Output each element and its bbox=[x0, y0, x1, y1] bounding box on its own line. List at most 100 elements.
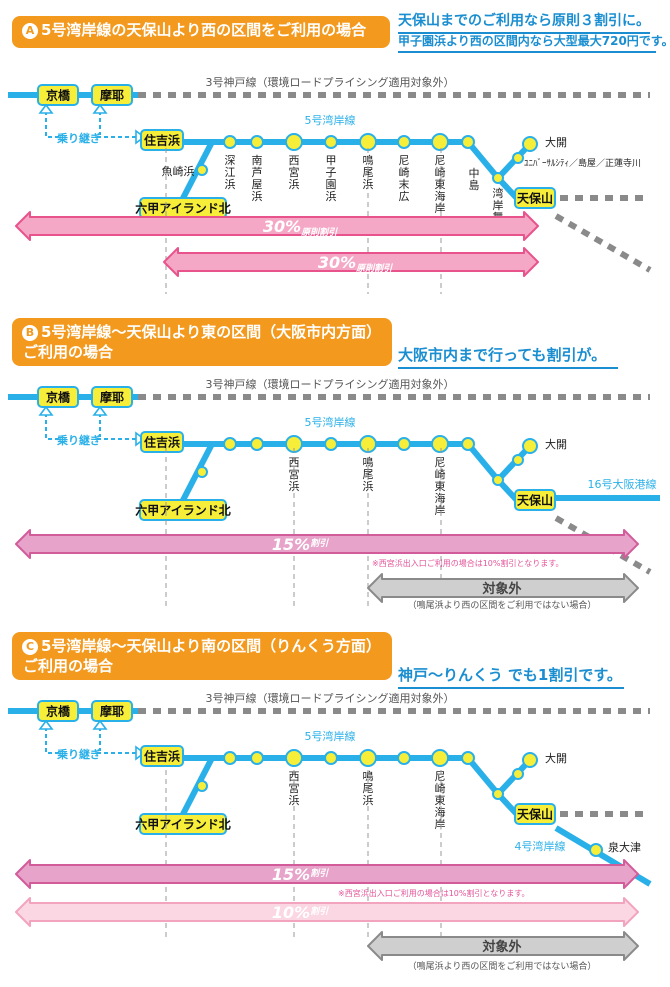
discount-arrow-10 bbox=[15, 897, 639, 927]
station-uozakihama bbox=[196, 780, 208, 792]
svg-text:屋: 屋 bbox=[252, 178, 263, 191]
station-ashiyahama bbox=[250, 437, 264, 451]
discount-label-10: 10%割引 bbox=[272, 903, 329, 922]
station-wangan-maishu bbox=[492, 172, 504, 184]
label-nishinomiyahama: 西宮浜 bbox=[289, 154, 300, 191]
note-excluded: （鳴尾浜より西の区間をご利用ではない場合） bbox=[408, 960, 597, 972]
svg-text:浜: 浜 bbox=[289, 178, 300, 191]
svg-text:30%原則割引: 30%原則割引 bbox=[318, 253, 393, 274]
svg-text:西: 西 bbox=[289, 154, 300, 167]
station-naruohama bbox=[359, 749, 377, 767]
svg-text:海: 海 bbox=[435, 805, 446, 819]
svg-text:天保山: 天保山 bbox=[517, 493, 553, 508]
station-uozakihama bbox=[196, 466, 208, 478]
svg-text:宮: 宮 bbox=[289, 165, 300, 179]
box-maya: 摩耶 bbox=[91, 700, 133, 722]
station-fukaehama bbox=[223, 437, 237, 451]
blurb-underline bbox=[398, 687, 624, 689]
svg-text:尼: 尼 bbox=[435, 456, 446, 469]
label-route4: 4号湾岸線 bbox=[515, 839, 566, 853]
svg-text:10%割引: 10%割引 bbox=[272, 903, 329, 922]
station-daikai bbox=[522, 136, 538, 152]
svg-text:東: 東 bbox=[435, 480, 446, 493]
svg-text:海: 海 bbox=[435, 189, 446, 203]
wangan-route-line bbox=[160, 755, 527, 825]
transfer-arrows: 乗り継ぎ bbox=[38, 719, 146, 761]
discount-label-30-full: 30%原則割引 bbox=[263, 217, 338, 238]
section-blurb-line: 甲子園浜より西の区間内なら大型最大720円です。 bbox=[398, 32, 670, 53]
svg-text:広: 広 bbox=[399, 190, 410, 203]
station-amagasakisuehiro bbox=[397, 135, 411, 149]
note-excluded: （鳴尾浜より西の区間をご利用ではない場合） bbox=[408, 599, 597, 611]
station-nishinomiyahama bbox=[285, 749, 303, 767]
label-daikai: 大開 bbox=[545, 135, 567, 149]
label-izumiotsu: 泉大津 bbox=[608, 840, 641, 854]
station-izumiotsu bbox=[589, 843, 603, 857]
svg-text:末: 末 bbox=[399, 177, 410, 191]
label-nakajima: 中島 bbox=[469, 167, 480, 192]
svg-text:京橋: 京橋 bbox=[46, 88, 71, 103]
station-nishinomiyahama bbox=[285, 133, 303, 151]
svg-text:住吉浜: 住吉浜 bbox=[144, 435, 180, 450]
note-nishinomiya: ※西宮浜出入口ご利用の場合は10%割引となります。 bbox=[338, 888, 529, 898]
excluded-label: 対象外 bbox=[481, 939, 521, 955]
svg-text:六甲アイランド北: 六甲アイランド北 bbox=[135, 201, 230, 216]
station-koshienhama bbox=[324, 751, 338, 765]
box-rokko-island-kita: 六甲アイランド北 bbox=[135, 197, 231, 219]
svg-text:湾: 湾 bbox=[493, 186, 504, 200]
station-universal-city bbox=[512, 454, 524, 466]
svg-text:住吉浜: 住吉浜 bbox=[144, 749, 180, 764]
svg-text:摩耶: 摩耶 bbox=[100, 390, 124, 405]
svg-text:芦: 芦 bbox=[252, 166, 263, 179]
section-blurb-line: 神戸～りんくう でも1割引です。 bbox=[398, 664, 624, 689]
svg-text:尾: 尾 bbox=[363, 468, 374, 481]
label-osaka-port-line: 16号大阪港線 bbox=[588, 477, 657, 491]
svg-text:子: 子 bbox=[326, 166, 337, 179]
transfer-arrows: 乗り継ぎ bbox=[38, 103, 146, 145]
station-koshienhama bbox=[324, 437, 338, 451]
svg-text:六甲アイランド北: 六甲アイランド北 bbox=[135, 503, 230, 518]
svg-text:園: 園 bbox=[326, 178, 337, 191]
svg-text:海: 海 bbox=[435, 491, 446, 505]
transfer-label: 乗り継ぎ bbox=[57, 433, 101, 447]
svg-text:崎: 崎 bbox=[435, 781, 446, 795]
svg-text:15%割引: 15%割引 bbox=[272, 865, 329, 884]
station-uozakihama bbox=[196, 164, 208, 176]
station-naruohama bbox=[359, 133, 377, 151]
kobe-line-label: 3号神戸線（環境ロードプライシング適用対象外） bbox=[206, 75, 455, 89]
label-koshienhama: 甲子園浜 bbox=[326, 154, 337, 203]
transfer-label: 乗り継ぎ bbox=[57, 131, 101, 145]
discount-arrow-15 bbox=[15, 529, 639, 559]
label-universal-city: ﾕﾆﾊﾞｰｻﾙｼﾃｨ／島屋／正蓮寺川 bbox=[524, 157, 641, 169]
box-sumiyoshihama: 住吉浜 bbox=[140, 431, 184, 453]
rokko-branch-line bbox=[177, 140, 215, 206]
svg-text:岸: 岸 bbox=[435, 504, 446, 517]
kobe-line-label: 3号神戸線（環境ロードプライシング適用対象外） bbox=[206, 377, 455, 391]
station-wangan-maishu bbox=[492, 474, 504, 486]
blurb-underline bbox=[398, 367, 618, 369]
svg-text:岸: 岸 bbox=[435, 202, 446, 215]
svg-text:西: 西 bbox=[289, 770, 300, 783]
box-kyobashi: 京橋 bbox=[37, 700, 79, 722]
box-tenpozan: 天保山 bbox=[514, 803, 556, 825]
discount-arrow-30-full bbox=[15, 211, 539, 241]
svg-text:15%割引: 15%割引 bbox=[272, 535, 329, 554]
box-maya: 摩耶 bbox=[91, 84, 133, 106]
rokko-branch-line bbox=[177, 442, 215, 508]
svg-text:京橋: 京橋 bbox=[46, 390, 71, 405]
section-badge: A bbox=[22, 23, 38, 39]
box-tenpozan: 天保山 bbox=[514, 187, 556, 209]
box-tenpozan: 天保山 bbox=[514, 489, 556, 511]
section-header-line: ご利用の場合 bbox=[23, 657, 114, 675]
station-amagasakisuehiro bbox=[397, 751, 411, 765]
box-rokko-island-kita: 六甲アイランド北 bbox=[135, 813, 231, 835]
section-badge: B bbox=[22, 325, 38, 341]
svg-text:中: 中 bbox=[469, 167, 480, 180]
svg-text:尼: 尼 bbox=[399, 154, 410, 167]
wangan-label: 5号湾岸線 bbox=[305, 415, 356, 429]
box-kyobashi: 京橋 bbox=[37, 84, 79, 106]
